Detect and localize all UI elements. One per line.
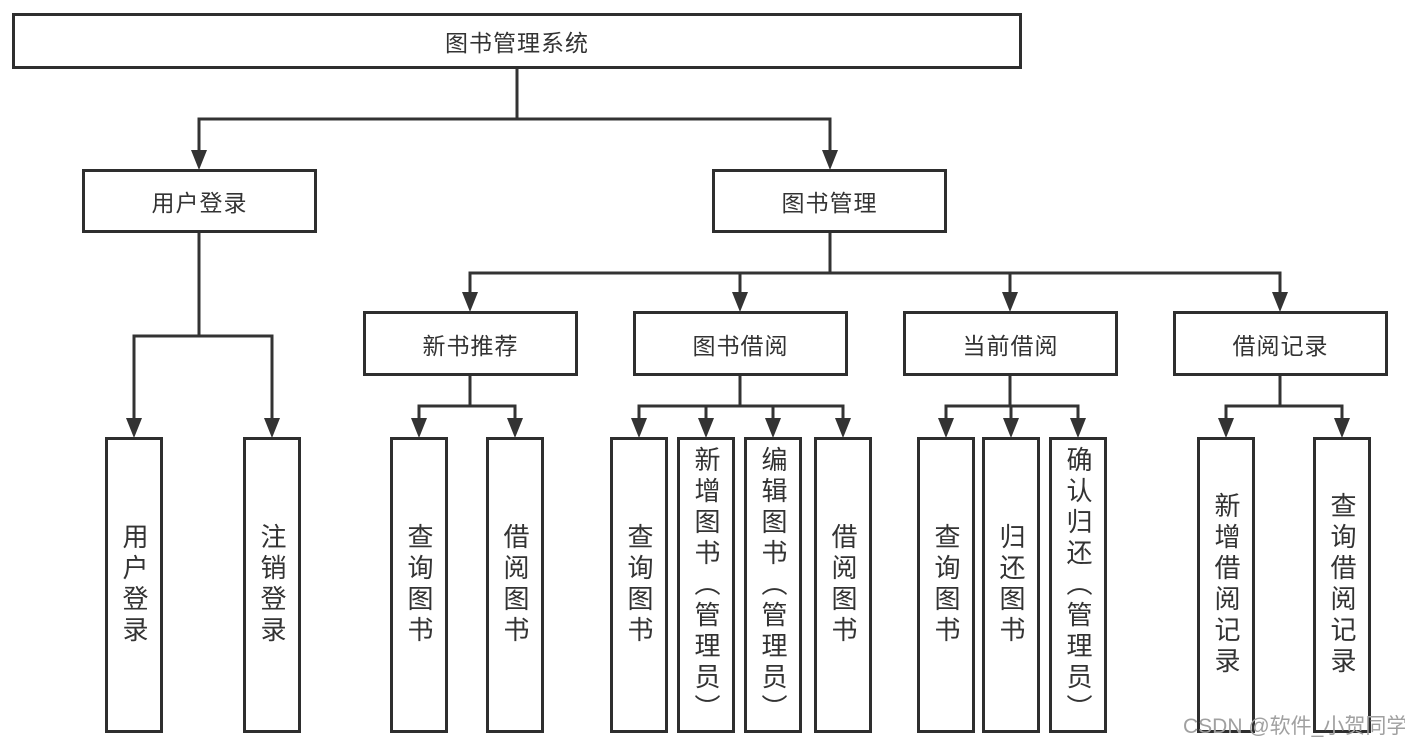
node-book-borrow: 图书借阅	[633, 311, 848, 376]
node-label: 图书管理系统	[445, 30, 589, 56]
node-label: 图书借阅	[692, 332, 789, 359]
node-confirm-return-admin: 确认归还（管理员）	[1049, 437, 1107, 733]
node-label: 注销登录	[257, 523, 287, 647]
node-library-system: 图书管理系统	[12, 13, 1022, 69]
node-add-book-admin: 新增图书（管理员）	[677, 437, 735, 733]
node-book-management: 图书管理	[712, 169, 947, 233]
node-edit-book-admin: 编辑图书（管理员）	[744, 437, 802, 733]
node-label: 归还图书	[996, 523, 1026, 647]
node-label: 用户登录	[151, 190, 248, 216]
node-label: 确认归还（管理员）	[1063, 445, 1093, 725]
node-user-login: 用户登录	[82, 169, 317, 233]
node-label: 借阅图书	[500, 523, 530, 647]
node-user-login-leaf: 用户登录	[105, 437, 163, 733]
node-add-borrow-record: 新增借阅记录	[1197, 437, 1255, 733]
node-borrow-books-leaf: 借阅图书	[814, 437, 872, 733]
node-label: 借阅记录	[1232, 332, 1329, 359]
node-label: 查询图书	[931, 523, 961, 647]
node-query-books-borrow: 查询图书	[610, 437, 668, 733]
node-new-book-recommend: 新书推荐	[363, 311, 578, 376]
node-borrow-records: 借阅记录	[1173, 311, 1388, 376]
node-query-books-recommend: 查询图书	[390, 437, 448, 733]
node-label: 图书管理	[781, 190, 878, 216]
node-query-borrow-record: 查询借阅记录	[1313, 437, 1371, 733]
node-logout: 注销登录	[243, 437, 301, 733]
node-label: 查询借阅记录	[1327, 492, 1357, 678]
node-return-book: 归还图书	[982, 437, 1040, 733]
node-label: 当前借阅	[962, 332, 1059, 359]
node-current-borrow: 当前借阅	[903, 311, 1118, 376]
node-label: 查询图书	[624, 523, 654, 647]
node-borrow-books-recommend: 借阅图书	[486, 437, 544, 733]
watermark: CSDN @软件_小贺同学	[1183, 715, 1405, 738]
node-query-books-current: 查询图书	[917, 437, 975, 733]
node-label: 借阅图书	[828, 523, 858, 647]
node-label: 查询图书	[404, 523, 434, 647]
node-label: 编辑图书（管理员）	[758, 445, 788, 725]
node-label: 新书推荐	[422, 332, 519, 359]
node-label: 用户登录	[119, 523, 149, 647]
node-label: 新增图书（管理员）	[691, 445, 721, 725]
node-label: 新增借阅记录	[1211, 492, 1241, 678]
